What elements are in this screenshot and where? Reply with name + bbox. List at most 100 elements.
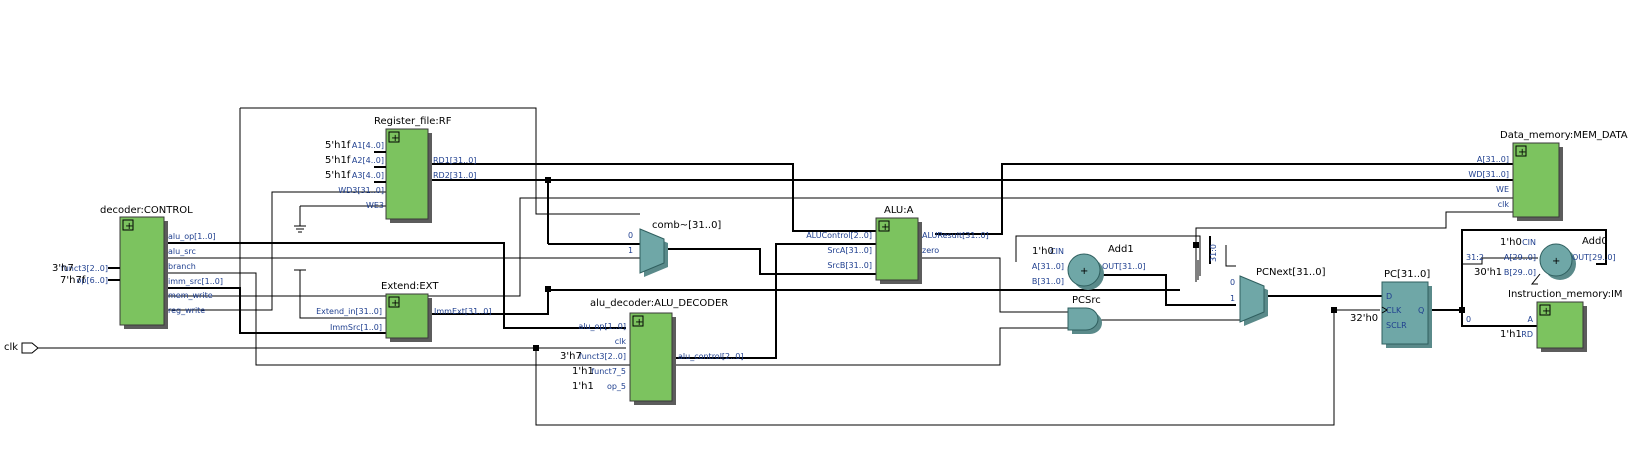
mem-port-a: A[31..0] [1477,155,1509,164]
aludec-port-funct7: funct7_5 [591,367,626,376]
aludec-port-out: alu_control[2..0] [678,352,743,361]
rf-title: Register_file:RF [374,116,452,127]
pcnext-mux[interactable]: PCNext[31..0] 0 1 31:0 [1209,244,1326,326]
im-port-a: A [1528,315,1534,324]
control-port-reg-write: reg_write [168,306,205,315]
control-title: decoder:CONTROL [100,205,193,216]
expand-icon[interactable]: + [635,317,643,328]
register-file-block[interactable]: + Register_file:RF A1[4..0] A2[4..0] A3[… [325,116,476,223]
const-op: 7'h7f [60,275,86,286]
control-port-funct3: funct3[2..0] [61,264,108,273]
rf-port-we3: WE3 [366,201,384,210]
const-im-rd: 1'h1 [1500,329,1522,340]
alu-port-result: ALUResult[31..0] [922,231,989,240]
add0-a: A[29..0] [1504,253,1536,262]
const-a2: 5'h1f [325,155,351,166]
control-port-imm-src: imm_src[1..0] [168,277,223,286]
alu-decoder-block[interactable]: + alu_decoder:ALU_DECODER alu_op[1..0] c… [560,298,743,405]
add1-a: A[31..0] [1032,262,1064,271]
aludec-port-clk: clk [615,337,627,346]
control-port-alu-src: alu_src [168,247,196,256]
expand-icon[interactable]: + [1542,306,1550,317]
comb-in1: 1 [628,246,633,255]
add1-b: B[31..0] [1032,277,1064,286]
instruction-memory-block[interactable]: + Instruction_memory:IM A RD 1'h1 0 [1466,289,1623,352]
rf-port-a1: A1[4..0] [352,141,384,150]
rf-port-wd3: WD3[31..0] [338,186,384,195]
pc-port-d: D [1386,292,1392,301]
pcsrc-title: PCSrc [1072,295,1101,306]
const-funct3: 3'h7 [52,263,74,274]
pcnext-title: PCNext[31..0] [1256,267,1326,278]
ext-port-immext: ImmExt[31..0] [434,307,491,316]
const-add0-cin: 1'h0 [1500,237,1522,248]
add0-title: Add0 [1582,236,1608,247]
pcsrc-gate[interactable]: PCSrc [1067,295,1102,334]
const-add0-b: 30'h1 [1474,267,1502,278]
mem-port-clk: clk [1498,200,1510,209]
expand-icon[interactable]: + [391,298,399,309]
control-port-alu-op: alu_op[1..0] [168,232,216,241]
comb-in0: 0 [628,231,633,240]
aludec-port-aluop: alu_op[1..0] [578,322,626,331]
pcnext-in1: 1 [1230,294,1235,303]
im-title: Instruction_memory:IM [1508,289,1623,300]
expand-icon[interactable]: + [881,222,889,233]
aludec-port-op5: op_5 [607,382,626,391]
rf-port-a2: A2[4..0] [352,156,384,165]
const-op5: 1'h1 [572,381,594,392]
pad-label: 0 [1466,315,1471,324]
pc-register[interactable]: PC[31..0] D CLK SCLR Q 32'h0 [1350,269,1432,348]
rf-port-rd1: RD1[31..0] [433,156,476,165]
control-port-mem-write: mem_write [168,291,213,300]
add1-symbol: + [1080,266,1088,277]
mem-title: Data_memory:MEM_DATA [1500,130,1628,141]
const-pc-sclr: 32'h0 [1350,313,1378,324]
control-port-branch: branch [168,262,196,271]
ext-title: Extend:EXT [381,281,439,292]
const-funct7: 1'h1 [572,366,594,377]
data-memory-block[interactable]: + Data_memory:MEM_DATA A[31..0] WD[31..0… [1468,130,1628,221]
control-block[interactable]: + decoder:CONTROL funct3[2..0] op[6..0] … [52,205,223,329]
add0-symbol: + [1552,256,1560,267]
alu-title: ALU:A [884,205,914,216]
add1-title: Add1 [1108,244,1134,255]
expand-icon[interactable]: + [391,133,399,144]
aludec-title: alu_decoder:ALU_DECODER [590,298,728,309]
extend-block[interactable]: + Extend:EXT Extend_in[31..0] ImmSrc[1..… [316,281,491,342]
slice-label: 31:2 [1466,253,1484,262]
ext-port-in: Extend_in[31..0] [316,307,382,316]
add1-block[interactable]: + Add1 CIN A[31..0] B[31..0] OUT[31..0] … [1032,244,1146,290]
clk-input-pin[interactable]: clk [4,342,39,354]
mem-port-we: WE [1496,185,1509,194]
const-dec-funct3: 3'h7 [560,351,582,362]
alu-port-srca: SrcA[31..0] [827,246,872,255]
alu-port-srcb: SrcB[31..0] [827,261,872,270]
rf-port-rd2: RD2[31..0] [433,171,476,180]
add0-cin: CIN [1522,238,1536,247]
rf-port-a3: A3[4..0] [352,171,384,180]
alu-block[interactable]: + ALU:A ALUControl[2..0] SrcA[31..0] Src… [806,205,989,284]
comb-mux[interactable]: comb~[31..0] 0 1 [628,220,721,277]
pc-port-clk: CLK [1386,306,1402,315]
const-a3: 5'h1f [325,170,351,181]
expand-icon[interactable]: + [1518,147,1526,158]
const-add1-cin: 1'h0 [1032,246,1054,257]
add1-out: OUT[31..0] [1102,262,1146,271]
aludec-port-funct3: funct3[2..0] [579,352,626,361]
clk-label: clk [4,342,18,353]
expand-icon[interactable]: + [125,221,133,232]
alu-port-control: ALUControl[2..0] [806,231,872,240]
alu-port-zero: zero [922,246,939,255]
const-a1: 5'h1f [325,140,351,151]
pc-title: PC[31..0] [1384,269,1430,280]
pc-port-q: Q [1418,306,1424,315]
comb-title: comb~[31..0] [652,220,721,231]
ext-port-immsrc: ImmSrc[1..0] [330,323,382,332]
add0-block[interactable]: + Add0 CIN A[29..0] B[29..0] OUT[29..0] … [1466,236,1616,280]
pcnext-in0: 0 [1230,278,1235,287]
add0-out: OUT[29..0] [1572,253,1616,262]
im-port-rd: RD [1521,330,1533,339]
junctions [533,177,1465,351]
